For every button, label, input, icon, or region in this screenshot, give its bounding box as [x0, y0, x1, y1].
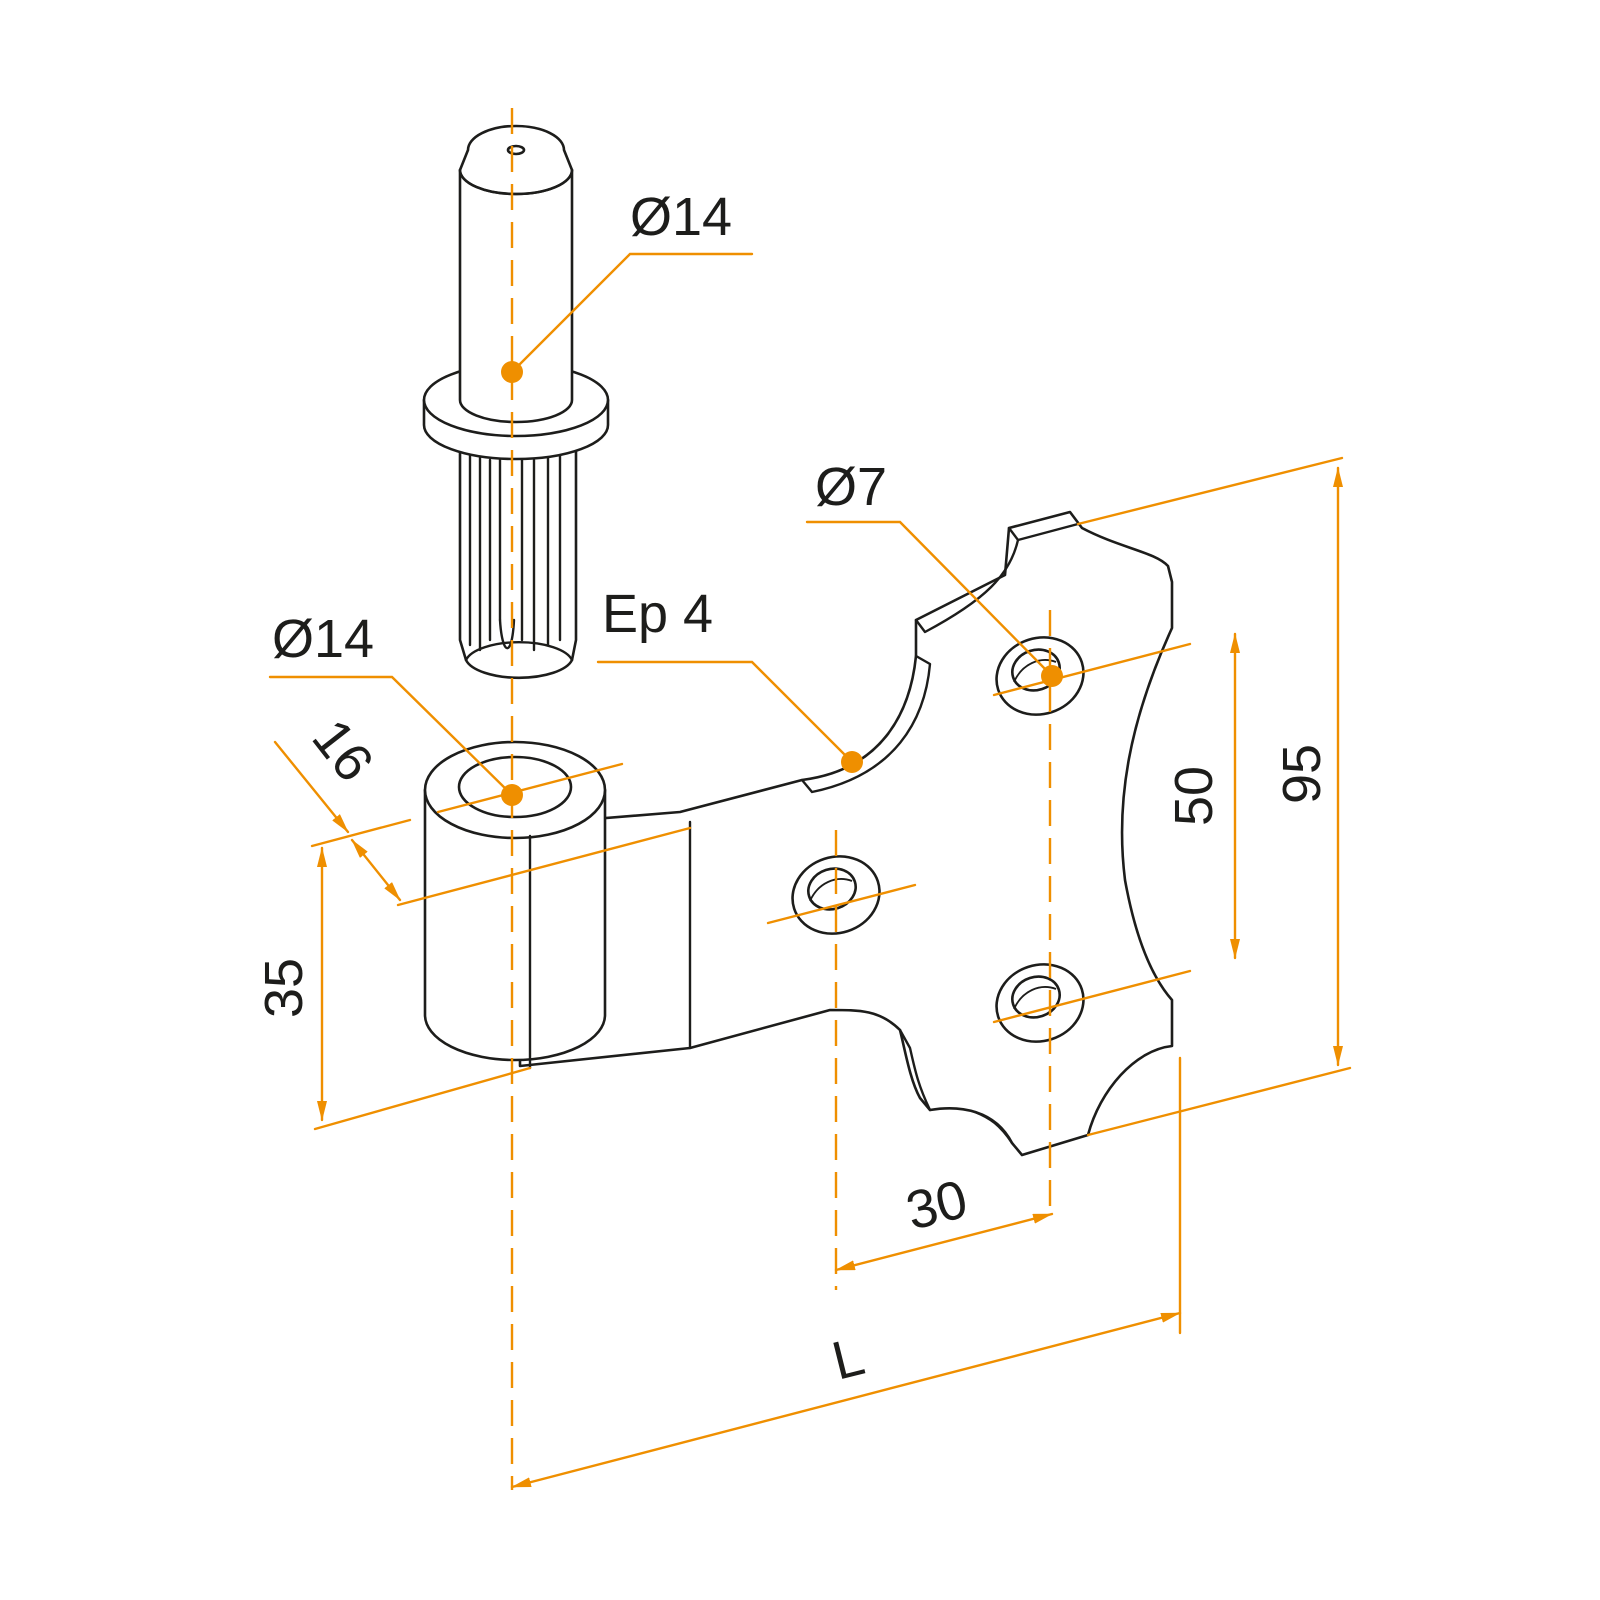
dim-pin-diameter: Ø14	[501, 187, 754, 383]
dim-plate-height: 95	[1076, 456, 1352, 1137]
label-knuckle-height: 35	[254, 958, 314, 1018]
plate-thickness-arm	[800, 654, 932, 794]
label-hole-diameter: Ø7	[815, 457, 887, 517]
hinge-pin	[422, 124, 610, 680]
dim-knuckle-diameter: Ø14	[268, 609, 523, 806]
label-knuckle-offset: 16	[301, 708, 385, 792]
pin-splines	[464, 453, 574, 662]
label-length: L	[826, 1326, 870, 1391]
plate-thickness-upper-curve	[914, 538, 1020, 634]
dim-thickness: Ep 4	[596, 584, 863, 773]
label-knuckle-diameter: Ø14	[272, 609, 374, 669]
dim-hole-spacing-vertical: 50	[1164, 632, 1240, 960]
label-hole-spacing-vertical: 50	[1164, 766, 1224, 826]
pin-tip-hole	[506, 144, 526, 156]
label-pin-diameter: Ø14	[630, 187, 732, 247]
pin-head-chamfer	[458, 124, 574, 196]
label-thickness: Ep 4	[602, 584, 713, 644]
plate-thickness-lower-notch	[898, 1028, 932, 1112]
knuckle-body	[423, 788, 607, 1062]
label-hole-spacing-horizontal: 30	[900, 1169, 973, 1242]
dim-knuckle-height: 35	[254, 846, 532, 1131]
dim-hole-diameter: Ø7	[805, 457, 1063, 687]
plate-thickness-bottom	[973, 1110, 1014, 1145]
pin-chamfer-edge	[458, 168, 574, 196]
screw-hole-bottom	[995, 963, 1085, 1043]
screw-hole-middle	[791, 855, 881, 935]
label-plate-height: 95	[1272, 744, 1332, 804]
dim-hole-spacing-horizontal: 30	[834, 1169, 1054, 1272]
pin-shaft	[458, 168, 574, 424]
